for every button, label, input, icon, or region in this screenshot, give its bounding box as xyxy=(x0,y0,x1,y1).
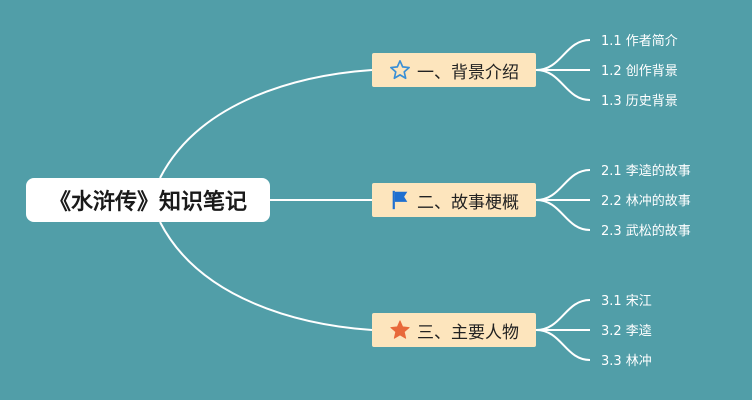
connector-branch-1-leaf-3 xyxy=(535,69,591,101)
leaf-1-2[interactable]: 1.2 创作背景 xyxy=(601,64,678,79)
branch-story-summary[interactable]: 二、故事梗概 xyxy=(372,183,536,217)
branch-background-intro[interactable]: 一、背景介绍 xyxy=(372,53,536,87)
connector-branch-3-leaf-3 xyxy=(535,329,591,361)
leaf-3-3[interactable]: 3.3 林冲 xyxy=(601,354,652,369)
leaf-2-3[interactable]: 2.3 武松的故事 xyxy=(601,224,691,239)
flag-icon xyxy=(389,189,411,211)
connector-root-branch-3 xyxy=(159,221,373,331)
branch-main-characters[interactable]: 三、主要人物 xyxy=(372,313,536,347)
connector-branch-3-leaf-1 xyxy=(535,299,591,331)
star-filled-icon xyxy=(389,319,411,341)
connector-branch-2-leaf-1 xyxy=(535,169,591,201)
star-outline-icon xyxy=(389,59,411,81)
leaf-3-2[interactable]: 3.2 李逵 xyxy=(601,324,652,339)
leaf-2-2[interactable]: 2.2 林冲的故事 xyxy=(601,194,691,209)
leaf-1-3[interactable]: 1.3 历史背景 xyxy=(601,94,678,109)
branch-label: 三、主要人物 xyxy=(417,322,519,343)
connector-branch-1-leaf-1 xyxy=(535,39,591,71)
root-label: 《水浒传》知识笔记 xyxy=(48,190,247,215)
connector-root-branch-1 xyxy=(159,69,373,179)
branch-label: 一、背景介绍 xyxy=(417,62,519,83)
leaf-3-1[interactable]: 3.1 宋江 xyxy=(601,294,652,309)
connector-branch-2-leaf-3 xyxy=(535,199,591,231)
branch-label: 二、故事梗概 xyxy=(417,192,519,213)
leaf-1-1[interactable]: 1.1 作者简介 xyxy=(601,34,678,49)
root-node[interactable]: 《水浒传》知识笔记 xyxy=(26,178,270,222)
leaf-2-1[interactable]: 2.1 李逵的故事 xyxy=(601,164,691,179)
